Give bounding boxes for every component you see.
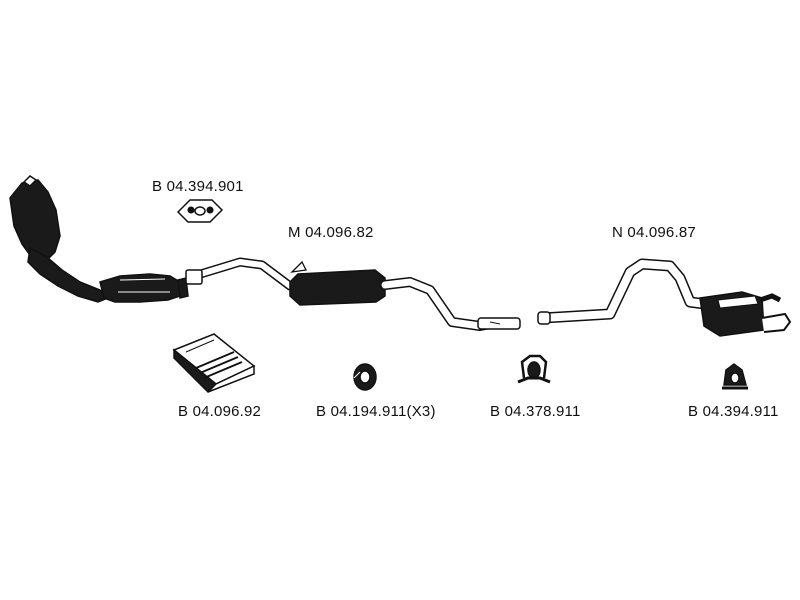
- rubber-mount-1-part: [353, 363, 377, 391]
- part-label-rubber-mount-3: B 04.394.911: [688, 403, 779, 420]
- rubber-mount-2-part: [517, 354, 551, 384]
- part-label-rubber-mount-2: B 04.378.911: [490, 403, 581, 420]
- part-label-gasket: B 04.394.901: [152, 178, 244, 195]
- part-label-rubber-mount-1: B 04.194.911(X3): [316, 403, 436, 420]
- part-label-middle-silencer: M 04.096.82: [288, 224, 374, 241]
- catalytic-converter-part: [9, 175, 189, 303]
- mounting-kit-part: [172, 333, 256, 394]
- gasket-part: [176, 199, 224, 223]
- flange-icon: [185, 269, 203, 285]
- part-label-rear-silencer: N 04.096.87: [612, 224, 696, 241]
- rubber-mount-3-part: [722, 363, 748, 390]
- part-label-mounting-kit: B 04.096.92: [178, 403, 262, 420]
- rear-silencer-part: [537, 258, 792, 337]
- middle-silencer-part: [185, 257, 521, 331]
